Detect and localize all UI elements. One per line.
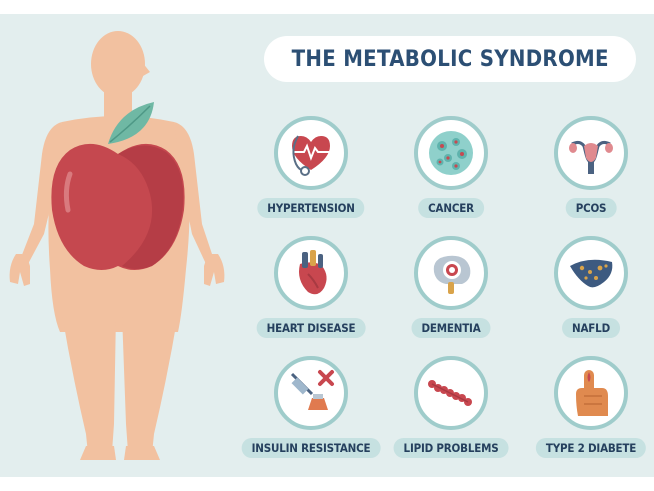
condition-label: LIPID PROBLEMS: [393, 438, 509, 458]
condition-label: PCOS: [565, 198, 617, 218]
condition-label: NAFLD: [562, 318, 620, 338]
condition-label: CANCER: [418, 198, 484, 218]
condition-label: INSULIN RESISTANCE: [241, 438, 381, 458]
condition-icon-circle: [554, 236, 628, 310]
condition-icon-circle: [414, 116, 488, 190]
body-figure: [0, 14, 240, 477]
condition-hypertension: HYPERTENSION: [236, 116, 386, 226]
condition-label: TYPE 2 DIABETE: [535, 438, 647, 458]
condition-type-2-diabetes: TYPE 2 DIABETE: [516, 356, 654, 466]
apple-icon: [51, 143, 185, 270]
condition-icon-circle: [274, 236, 348, 310]
body-silhouette-icon: [9, 31, 225, 460]
apple-leaf-icon: [108, 102, 154, 144]
condition-icon-circle: [554, 116, 628, 190]
condition-lipid-problems: LIPID PROBLEMS: [376, 356, 526, 466]
liver-icon: [570, 259, 613, 288]
lipid-chain-icon: [428, 380, 472, 406]
uterus-icon: [569, 140, 613, 174]
condition-icon-circle: [414, 356, 488, 430]
condition-icon-circle: [274, 116, 348, 190]
condition-icon-circle: [414, 236, 488, 310]
insulin-syringe-icon: [290, 370, 334, 410]
title-banner: THE METABOLIC SYNDROME: [264, 36, 636, 82]
page-title: THE METABOLIC SYNDROME: [291, 46, 609, 72]
condition-label: HYPERTENSION: [257, 198, 365, 218]
condition-pcos: PCOS: [516, 116, 654, 226]
cancer-cells-icon: [429, 131, 473, 175]
condition-insulin-resistance: INSULIN RESISTANCE: [236, 356, 386, 466]
infographic-background: THE METABOLIC SYNDROME HYPERTENSION: [0, 14, 654, 477]
condition-label: HEART DISEASE: [256, 318, 366, 338]
condition-icon-circle: [554, 356, 628, 430]
condition-nafld: NAFLD: [516, 236, 654, 346]
condition-icon-circle: [274, 356, 348, 430]
brain-icon: [433, 255, 471, 294]
condition-label: DEMENTIA: [411, 318, 491, 338]
condition-heart-disease: HEART DISEASE: [236, 236, 386, 346]
anatomical-heart-icon: [299, 250, 327, 295]
condition-cancer: CANCER: [376, 116, 526, 226]
finger-blood-drop-icon: [576, 370, 608, 416]
heart-stethoscope-icon: [292, 135, 330, 176]
condition-dementia: DEMENTIA: [376, 236, 526, 346]
